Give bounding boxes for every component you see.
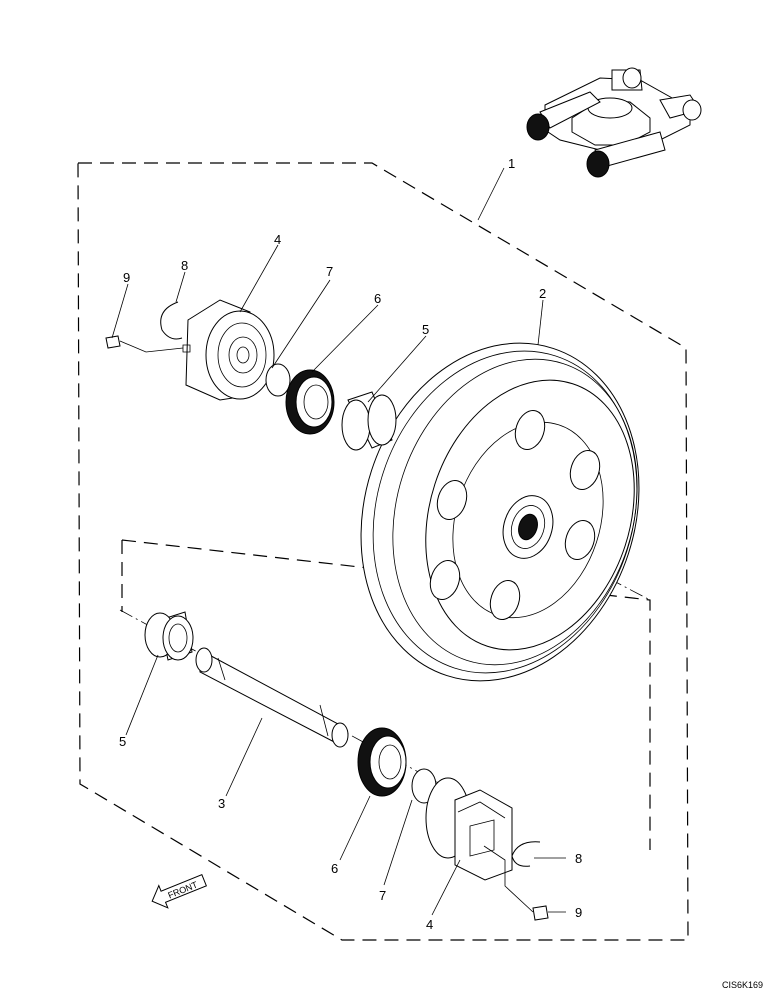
label-4-top: 4 (274, 232, 281, 247)
idler-wheel (360, 342, 640, 682)
assembly-thumbnail (526, 67, 702, 178)
label-2: 2 (539, 286, 546, 301)
label-3: 3 (218, 796, 225, 811)
label-6-top: 6 (374, 291, 381, 306)
o-ring-top (265, 363, 291, 397)
shaft (195, 647, 349, 748)
label-9-bottom: 9 (575, 905, 582, 920)
shaft-group-boundary (121, 539, 651, 850)
front-arrow: FRONT (151, 874, 208, 909)
plug-bottom (483, 845, 549, 921)
bracket-top (182, 299, 275, 401)
label-6-bottom: 6 (331, 861, 338, 876)
bushing-top (341, 391, 397, 451)
seal-top (285, 369, 335, 435)
leader-lines (111, 167, 566, 916)
seal-bottom (357, 727, 407, 797)
bracket-bottom (425, 777, 513, 881)
plug-top (105, 335, 184, 353)
label-4-bottom: 4 (426, 917, 433, 932)
assembly-boundary (77, 162, 689, 941)
label-5-top: 5 (422, 322, 429, 337)
label-8-top: 8 (181, 258, 188, 273)
label-5-bottom: 5 (119, 734, 126, 749)
label-7-top: 7 (326, 264, 333, 279)
bushing-bottom (144, 611, 194, 661)
snap-ring-top (160, 301, 183, 340)
label-7-bottom: 7 (379, 888, 386, 903)
drawing-code: CIS6K169 (722, 980, 763, 990)
label-1: 1 (508, 156, 515, 171)
label-8-bottom: 8 (575, 851, 582, 866)
snap-ring-bottom (511, 841, 541, 867)
label-9-top: 9 (123, 270, 130, 285)
